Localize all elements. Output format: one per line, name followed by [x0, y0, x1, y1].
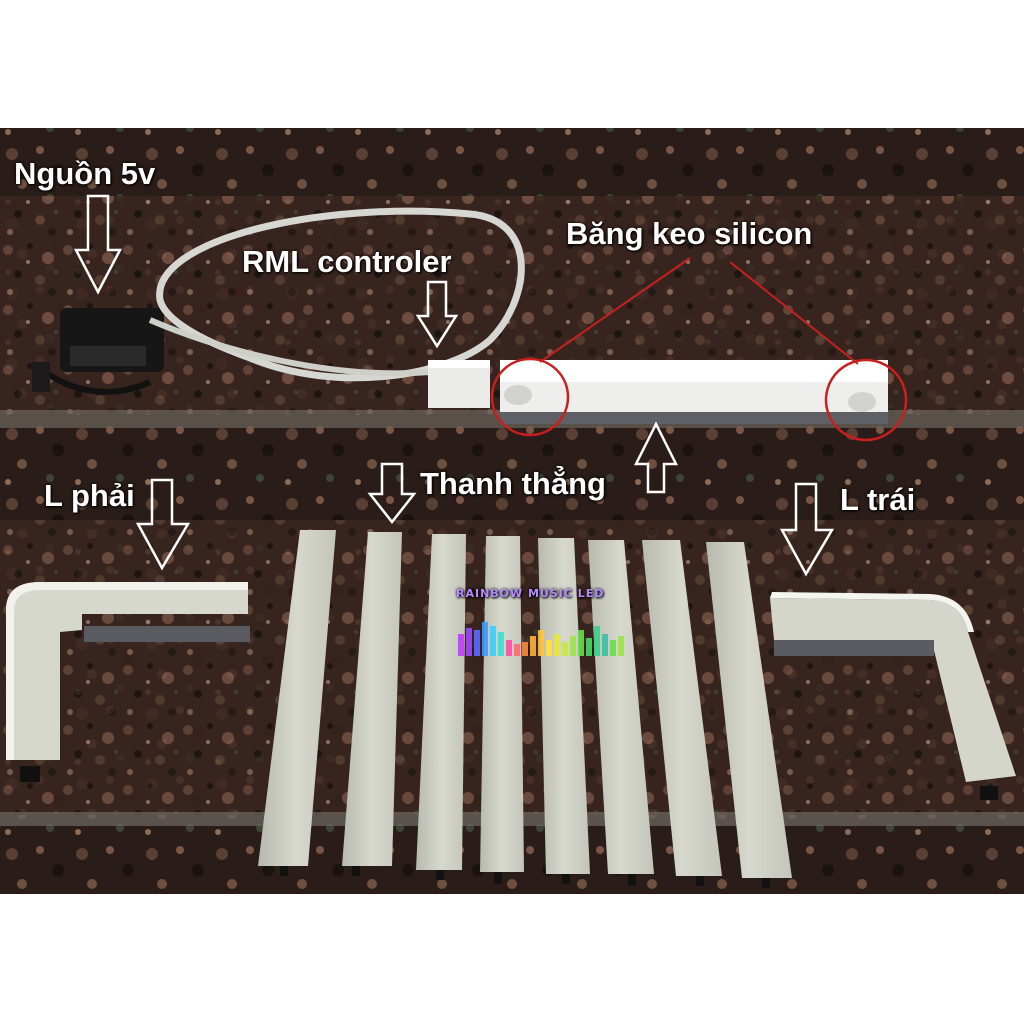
silicon-tape-pad: [848, 392, 876, 412]
l-left-piece: [770, 592, 1016, 800]
label-l-right: L phải: [44, 478, 135, 513]
power-adapter-icon: [32, 308, 164, 395]
straight-bar: [480, 536, 524, 872]
straight-bar: [588, 540, 654, 874]
down-arrow-icon: [73, 194, 123, 295]
label-silicon-tape: Băng keo silicon: [566, 216, 813, 251]
l-right-piece: [6, 582, 250, 782]
silicon-tape-pad: [504, 385, 532, 405]
watermark-text: RAINBOW MUSIC LED: [456, 587, 605, 600]
straight-bar: [538, 538, 590, 874]
pointer-line: [539, 257, 691, 363]
straight-bar: [706, 542, 792, 878]
straight-bar: [258, 530, 336, 866]
down-arrow-icon: [415, 280, 459, 349]
down-arrow-icon: [367, 462, 417, 525]
up-arrow-icon: [633, 421, 679, 494]
highlight-circle: [824, 358, 908, 442]
down-arrow-icon: [779, 482, 835, 577]
watermark-equalizer-icon: [458, 622, 624, 656]
highlight-circle: [490, 357, 570, 437]
straight-bars: [258, 530, 792, 888]
label-power-supply: Nguồn 5v: [14, 156, 156, 191]
down-arrow-icon: [135, 478, 191, 571]
label-rml-controller: RML controler: [242, 244, 452, 279]
straight-bar: [342, 532, 402, 866]
controller-cable: [156, 207, 525, 382]
pointer-line: [729, 261, 859, 365]
straight-bar: [642, 540, 722, 876]
label-l-left: L trái: [840, 482, 916, 517]
label-straight-bar: Thanh thẳng: [420, 466, 606, 501]
straight-bar: [416, 534, 466, 870]
